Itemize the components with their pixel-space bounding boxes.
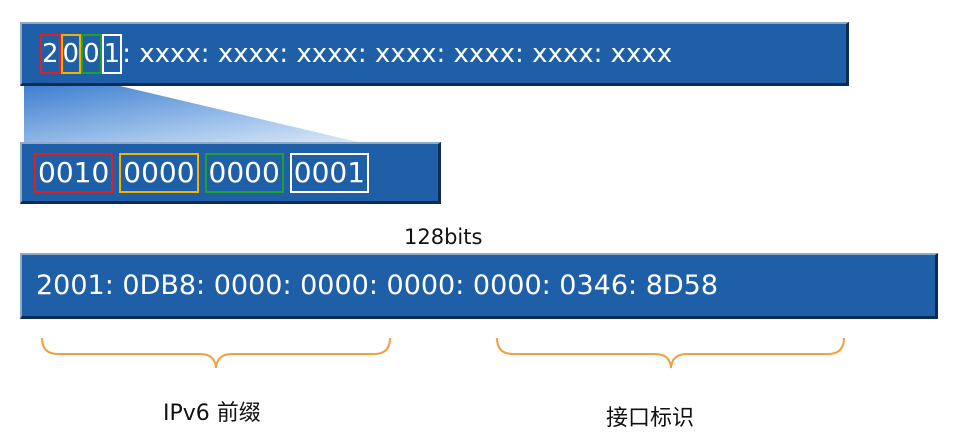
ipv6-address-text: 2001: 0DB8: 0000: 0000: 0000: 0000: 0346… xyxy=(36,270,719,301)
digit-2-highlight: 0 xyxy=(60,33,82,74)
ipv6-address-bar: 2001: 0DB8: 0000: 0000: 0000: 0000: 0346… xyxy=(20,253,938,319)
bits-length-label: 128bits xyxy=(404,225,483,249)
template-rest-text: : xxxx: xxxx: xxxx: xxxx: xxxx: xxxx: xx… xyxy=(122,38,673,69)
binary-group-3: 0000 xyxy=(204,152,284,193)
ipv6-prefix-label: IPv6 前缀 xyxy=(163,401,261,426)
digit-3-highlight: 0 xyxy=(81,33,102,74)
zoom-projection xyxy=(24,86,358,142)
binary-group-4: 0001 xyxy=(289,152,370,193)
binary-group-1: 0010 xyxy=(34,152,114,193)
interface-brace xyxy=(496,337,845,369)
digit-4-highlight: 1 xyxy=(101,33,123,74)
digit-1-highlight: 2 xyxy=(40,33,61,74)
interface-id-label: 接口标识 xyxy=(606,406,695,431)
prefix-brace xyxy=(41,337,391,369)
binary-group-2: 0000 xyxy=(119,152,199,193)
